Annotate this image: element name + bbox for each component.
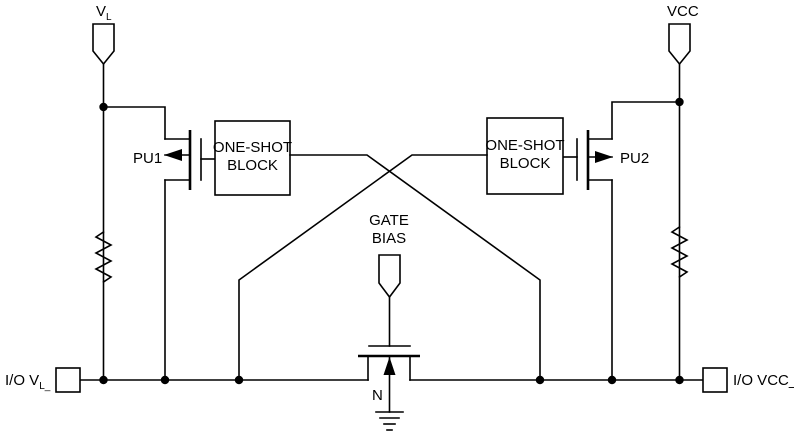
io-vl-label: I/O VL_: [5, 372, 51, 392]
pu2-arrow: [595, 151, 613, 163]
resistor-left: [94, 230, 113, 284]
gate-bias: GATE BIAS: [369, 212, 409, 347]
vl-label: VL: [96, 3, 112, 23]
cross-wire-left-to-right: [289, 154, 541, 381]
one-shot-block-left: ONE-SHOT BLOCK: [213, 120, 292, 196]
resistor-right: [670, 225, 689, 279]
one-shot-box-left: [214, 120, 291, 196]
pu1-arrow: [164, 149, 182, 161]
one-shot-box-right: [486, 117, 564, 195]
junction-dot: [99, 375, 108, 385]
n-label: N: [372, 387, 383, 404]
pu1-source-wire: [102, 106, 166, 140]
junction-dot: [234, 375, 244, 385]
vl-supply: VL: [92, 3, 166, 381]
block-left-line1: ONE-SHOT: [213, 139, 292, 156]
pu1-transistor: PU1: [133, 130, 216, 190]
vcc-supply: VCC: [611, 3, 699, 381]
block-right-line1: ONE-SHOT: [485, 137, 564, 154]
block-left-line2: BLOCK: [227, 157, 278, 174]
gate-bias-line2: BIAS: [372, 230, 406, 247]
junction-dot: [675, 375, 684, 385]
gate-bias-symbol: [378, 254, 401, 299]
one-shot-block-right: ONE-SHOT BLOCK: [485, 117, 565, 195]
n-arrow: [383, 357, 396, 375]
pu2-label: PU2: [620, 150, 649, 167]
io-vcc-port: I/O VCC_: [702, 367, 794, 393]
pu2-transistor: PU2: [562, 130, 649, 190]
vcc-supply-symbol: [668, 23, 691, 66]
vcc-label: VCC: [667, 3, 699, 20]
io-vcc-label: I/O VCC_: [733, 372, 794, 389]
junction-dot: [675, 97, 684, 107]
vl-supply-symbol: [92, 23, 115, 66]
pu2-source-wire: [611, 101, 681, 140]
ground-icon: [375, 411, 404, 431]
io-vcc-terminal: [702, 367, 728, 393]
block-right-line2: BLOCK: [500, 155, 551, 172]
junction-dot: [535, 375, 545, 385]
io-vl-port: I/O VL_: [5, 367, 81, 393]
pu1-label: PU1: [133, 150, 162, 167]
junction-dot: [160, 375, 170, 385]
junction-dot: [99, 102, 108, 112]
io-vl-terminal: [55, 367, 81, 393]
junction-dot: [607, 375, 617, 385]
cross-wire-right-to-left: [238, 154, 488, 381]
gate-bias-line1: GATE: [369, 212, 409, 229]
n-transistor: N: [358, 345, 420, 431]
